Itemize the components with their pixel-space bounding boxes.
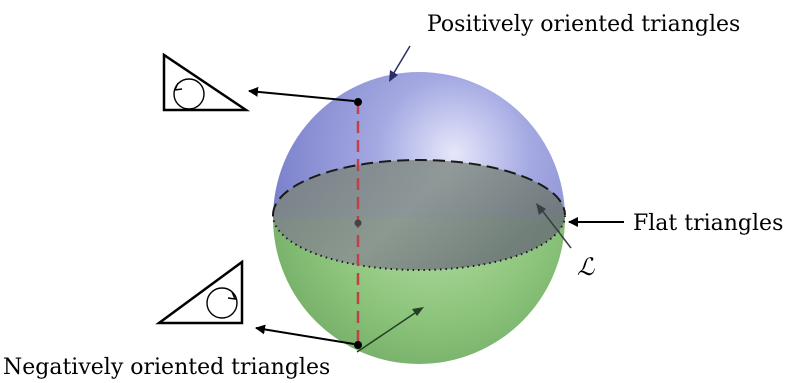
equator-disk: [273, 160, 565, 270]
arrow-to-lower-hemisphere: [356, 310, 419, 353]
label-flat: Flat triangles: [633, 211, 783, 236]
arrow-south-to-negative: [255, 324, 355, 345]
north-point: [354, 98, 362, 106]
arrow-to-curve: [540, 208, 572, 249]
south-point: [354, 341, 362, 349]
sphere: [272, 72, 566, 364]
label-negative: Negatively oriented triangles: [3, 355, 330, 380]
arrow-north-to-positive: [248, 86, 355, 102]
arrowhead-lower: [412, 307, 424, 316]
arrow-to-upper-hemisphere: [391, 45, 411, 77]
equator-front-dotted: [272, 214, 566, 271]
arrowhead-curve: [536, 203, 546, 215]
label-positive: Positively oriented triangles: [427, 12, 740, 37]
positive-triangle-icon: [162, 52, 251, 112]
equator-back-dashed: [272, 159, 566, 216]
negative-triangle-icon: [155, 259, 244, 325]
label-curve: ℒ: [577, 253, 595, 281]
center-point: [354, 219, 362, 227]
arrowhead-upper: [389, 70, 398, 82]
